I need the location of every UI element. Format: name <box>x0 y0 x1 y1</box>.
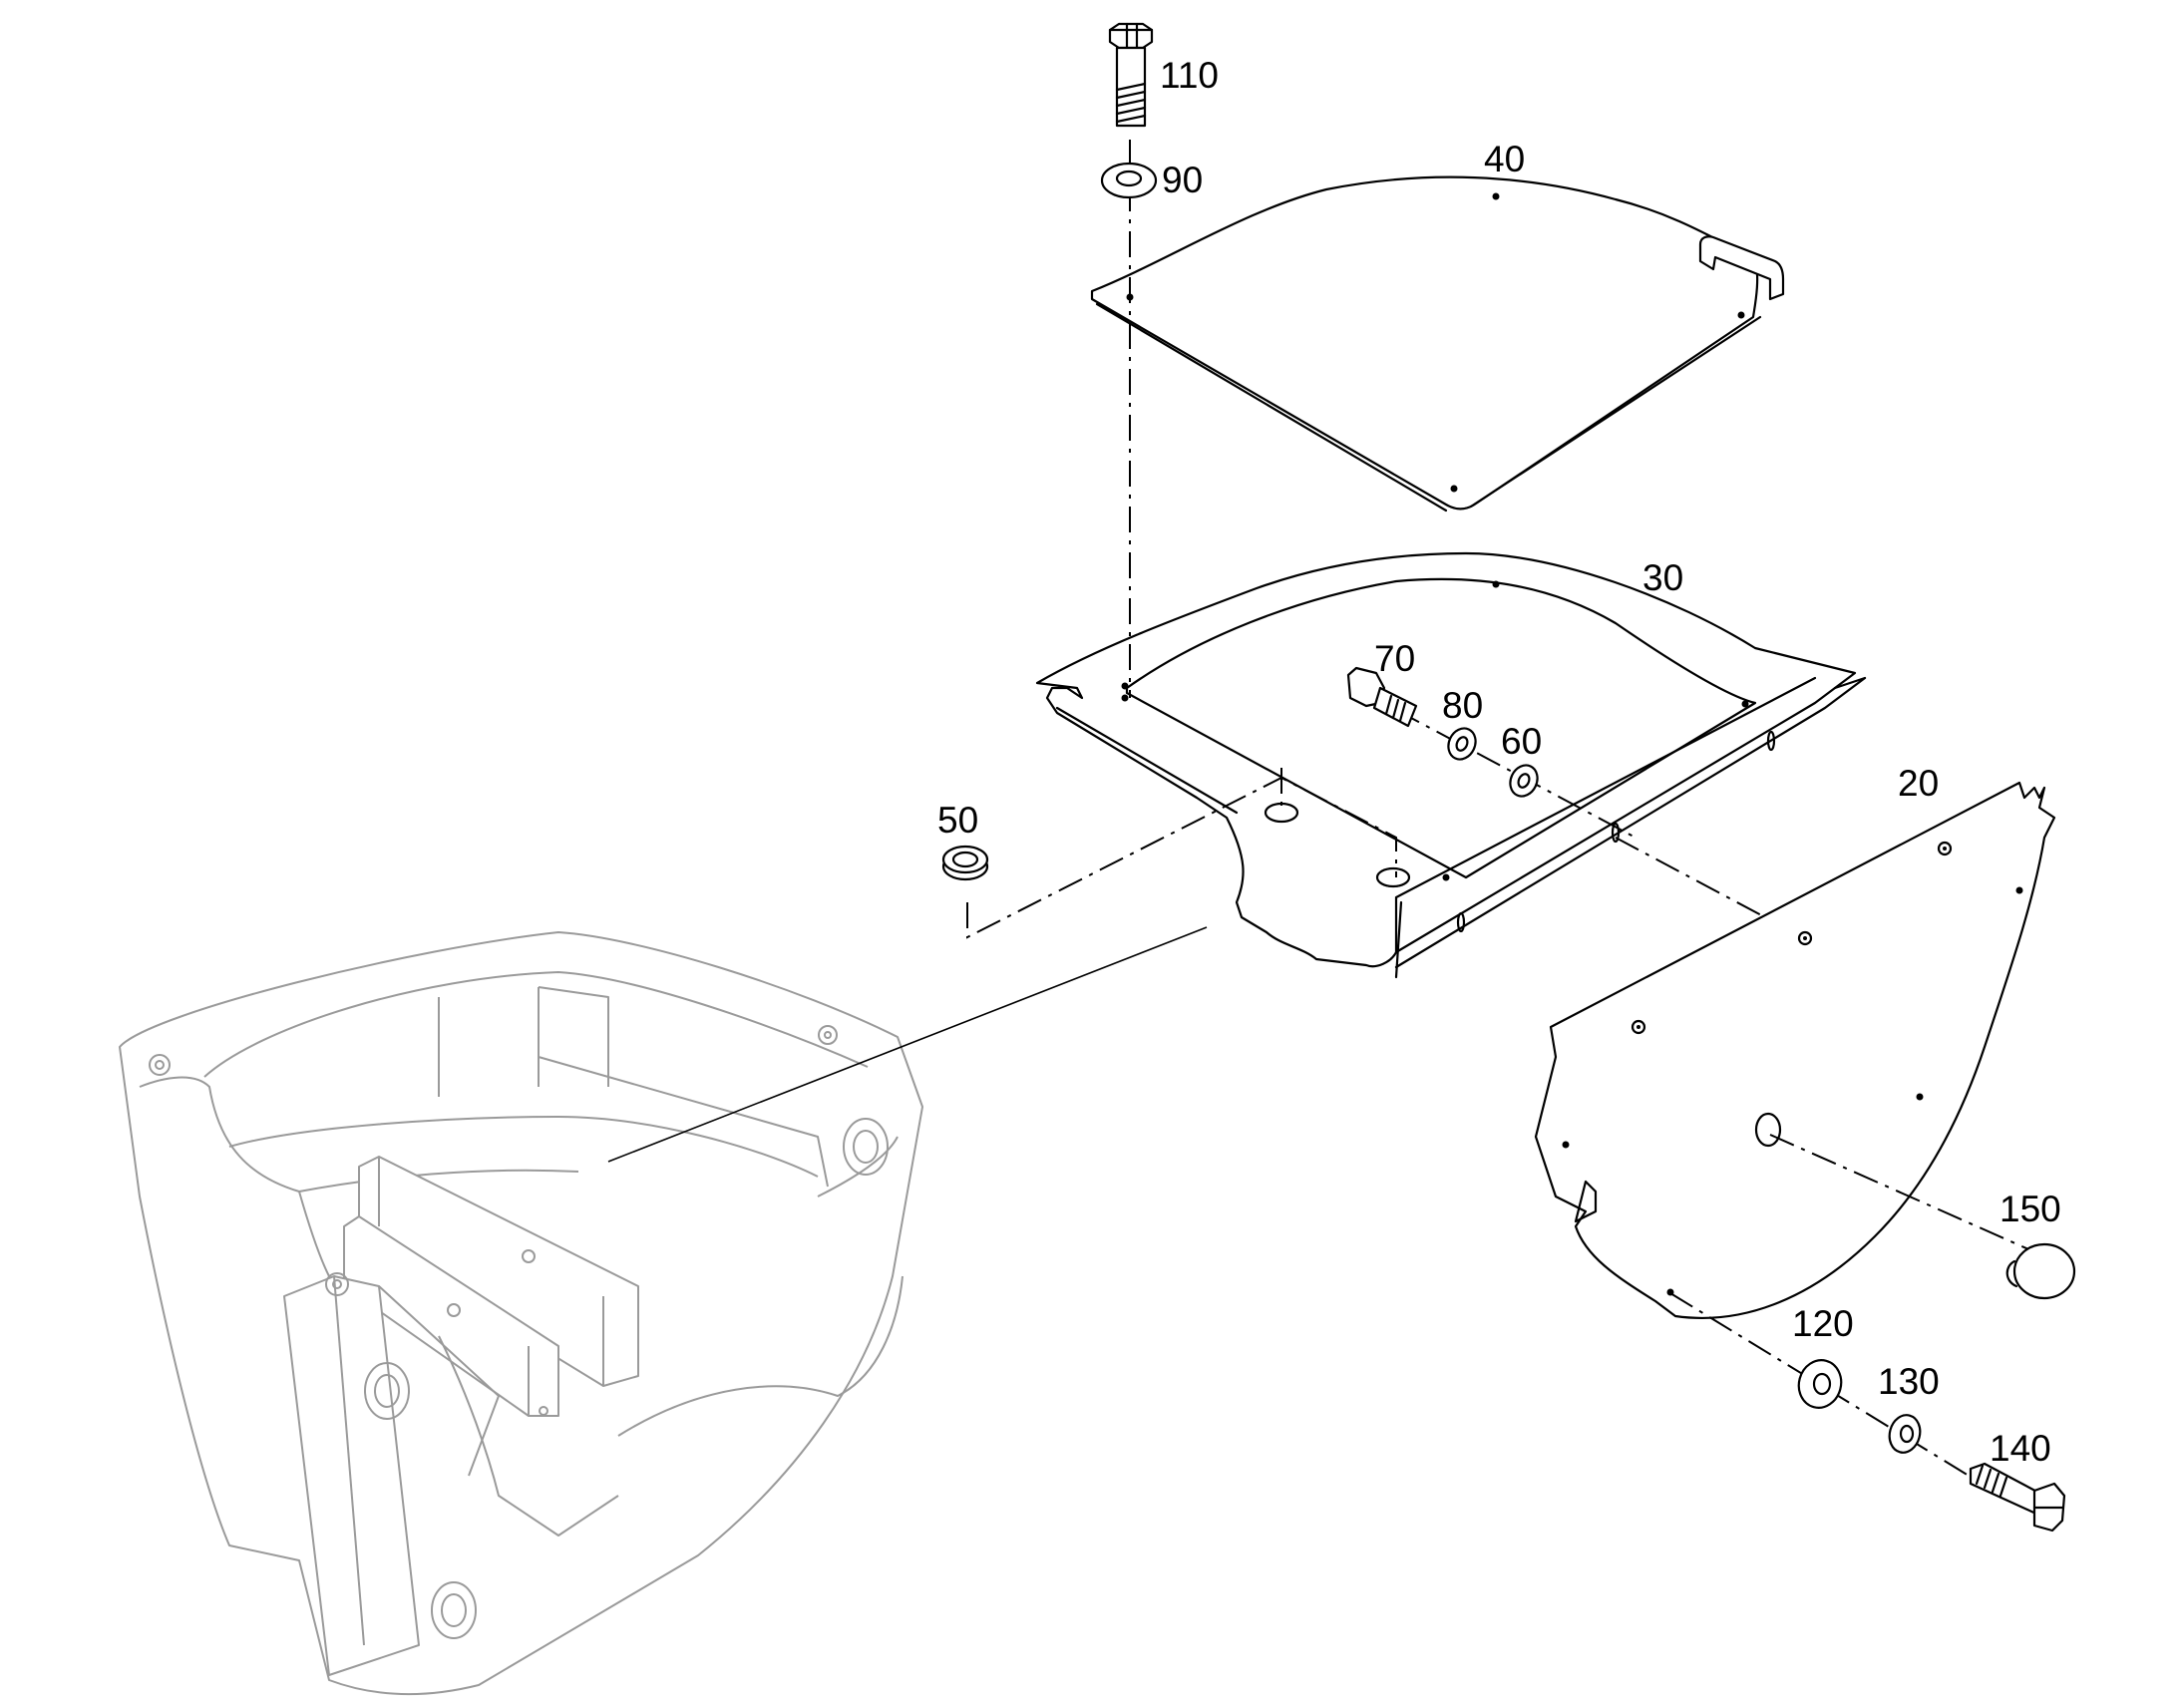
label-110: 110 <box>1160 55 1219 96</box>
part-140-bolt <box>1969 1462 2066 1533</box>
part-labels: 110 90 40 30 70 80 60 50 20 150 120 130 … <box>937 55 2061 1469</box>
part-80-washer <box>1447 727 1477 761</box>
assembly-lines <box>966 140 2045 1502</box>
part-90-washer <box>1100 162 1158 199</box>
part-130-washer <box>1888 1414 1922 1454</box>
label-140: 140 <box>1990 1428 2051 1469</box>
label-20: 20 <box>1898 763 1939 804</box>
label-60: 60 <box>1501 721 1542 762</box>
label-120: 120 <box>1792 1303 1854 1344</box>
part-40-cover-plate <box>1090 175 1785 512</box>
part-30-frame <box>1035 551 1867 979</box>
part-150-cap <box>2005 1242 2076 1300</box>
label-30: 30 <box>1642 557 1683 598</box>
label-70: 70 <box>1374 638 1415 679</box>
housing <box>119 931 923 1696</box>
part-60-washer <box>1509 764 1539 798</box>
label-80: 80 <box>1442 685 1483 726</box>
part-70-bolt <box>1346 666 1418 728</box>
label-50: 50 <box>937 800 978 841</box>
leader-line-housing <box>607 926 1208 1163</box>
part-110-bolt <box>1108 22 1154 128</box>
label-40: 40 <box>1484 139 1525 179</box>
part-20-side-plate <box>1534 781 2056 1319</box>
part-50-grommet <box>941 845 989 881</box>
label-90: 90 <box>1162 160 1203 200</box>
part-120-washer <box>1797 1359 1843 1409</box>
label-150: 150 <box>1999 1189 2061 1229</box>
label-130: 130 <box>1878 1361 1940 1402</box>
